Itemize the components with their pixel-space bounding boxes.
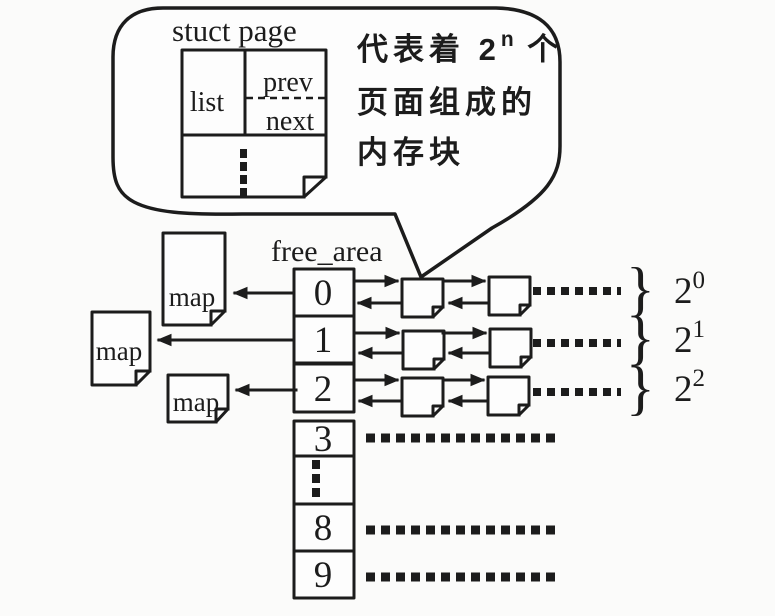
brace-0: } <box>626 256 655 322</box>
map-icons: map map map <box>90 231 298 424</box>
free-area-label: free_area <box>271 235 383 268</box>
map-page-icon-2: map <box>166 373 230 424</box>
page-node-icon-0b <box>487 275 532 317</box>
page-node-icon-2a <box>400 376 445 418</box>
cell-index-9: 9 <box>314 555 333 596</box>
free-area-cell-8 <box>292 502 356 553</box>
page-node-icon-1a <box>401 329 446 371</box>
cell-index-1: 1 <box>314 320 333 361</box>
page-node-icon-1b <box>488 327 533 369</box>
cell-index-3: 3 <box>314 419 333 460</box>
order-label-0: 20 <box>674 267 705 312</box>
page-fold-corner-icon <box>302 175 328 199</box>
free-list-row-2: } 22 <box>352 355 705 421</box>
free-area-cell-0 <box>292 267 356 318</box>
note-line-3: 内存块 <box>357 135 465 170</box>
struct-page-title: stuct page <box>172 13 297 48</box>
order-label-1: 21 <box>674 316 705 361</box>
vertical-ellipsis-icon <box>240 149 247 197</box>
array-ellipsis-icon <box>312 460 320 497</box>
callout-note: 代表着 2n 个 页面组成的 内存块 <box>356 28 563 170</box>
page-node-icon-0a <box>400 277 445 319</box>
order-label-2: 22 <box>674 365 705 410</box>
page-node-icon-2b <box>486 375 531 417</box>
note-line-2: 页面组成的 <box>357 85 537 120</box>
free-list-row-0: } 20 <box>352 256 705 322</box>
free-area-cell-ellipsis <box>292 454 356 506</box>
map-page-icon-1: map <box>90 310 152 387</box>
map-label-0: map <box>169 282 216 312</box>
brace-1: } <box>626 305 655 371</box>
callout-bubble: stuct page list prev next 代表着 2n 个 页面组成的… <box>111 6 563 279</box>
field-prev-label: prev <box>263 67 313 98</box>
map-label-2: map <box>173 387 220 417</box>
free-area-cell-2 <box>292 362 356 414</box>
map-label-1: map <box>96 336 143 366</box>
cell-index-8: 8 <box>314 508 333 549</box>
field-list-label: list <box>190 87 224 118</box>
field-next-label: next <box>266 106 314 137</box>
free-area-cell-9 <box>292 549 356 600</box>
cell-index-2: 2 <box>314 369 333 410</box>
free-list-row-1: } 21 <box>352 305 705 371</box>
page-outline <box>180 48 328 199</box>
struct-page-icon: list prev next <box>180 48 328 199</box>
brace-2: } <box>626 355 655 421</box>
cell-index-0: 0 <box>314 273 333 314</box>
free-area-array: 0 1 2 3 8 9 <box>292 267 356 600</box>
lower-row-continuations <box>366 433 558 582</box>
map-page-icon-0: map <box>161 231 227 327</box>
note-line-1: 代表着 2n 个 <box>356 28 563 67</box>
